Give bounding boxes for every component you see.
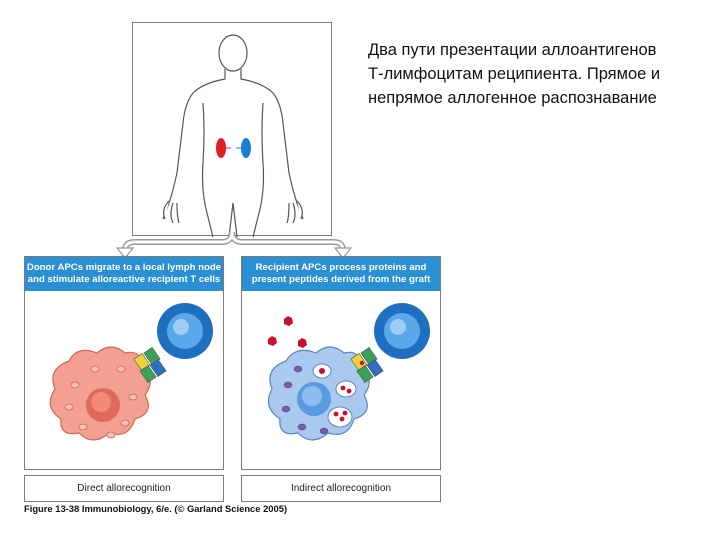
panel-header-line: and stimulate alloreactive recipient T c… bbox=[27, 274, 221, 285]
caption-line: непрямое аллогенное распознавание bbox=[368, 89, 657, 107]
vesicle-icon bbox=[312, 363, 357, 428]
t-cell-icon bbox=[157, 303, 213, 359]
panel-header-line: Recipient APCs process proteins and bbox=[255, 262, 427, 273]
panel-header-line: Donor APCs migrate to a local lymph node bbox=[26, 262, 222, 273]
body-illustration-frame bbox=[132, 22, 332, 238]
direct-allorecognition-panel: Donor APCs migrate to a local lymph node… bbox=[24, 256, 224, 470]
figure-credit: Figure 13-38 Immunobiology, 6/e. (© Garl… bbox=[24, 503, 288, 514]
direct-allorecognition-label: Direct allorecognition bbox=[24, 475, 224, 502]
caption-line: Два пути презентации аллоантигенов bbox=[368, 41, 657, 59]
human-silhouette-icon bbox=[162, 34, 304, 238]
panel-header: Recipient APCs process proteins and pres… bbox=[242, 257, 440, 291]
panel-header: Donor APCs migrate to a local lymph node… bbox=[25, 257, 223, 291]
kidney-icon bbox=[216, 138, 251, 158]
peptide-icon bbox=[268, 316, 307, 348]
mhc-tcr-complex-icon bbox=[350, 346, 384, 384]
slide-caption: Два пути презентации аллоантигенов Т-лим… bbox=[368, 38, 708, 110]
indirect-allorecognition-panel: Recipient APCs process proteins and pres… bbox=[241, 256, 441, 470]
indirect-allorecognition-label: Indirect allorecognition bbox=[241, 475, 441, 502]
panel-header-line: present peptides derived from the graft bbox=[251, 274, 431, 285]
mhc-tcr-complex-icon bbox=[133, 346, 167, 384]
t-cell-icon bbox=[374, 303, 430, 359]
caption-line: Т-лимфоцитам реципиента. Прямое и bbox=[368, 65, 661, 83]
